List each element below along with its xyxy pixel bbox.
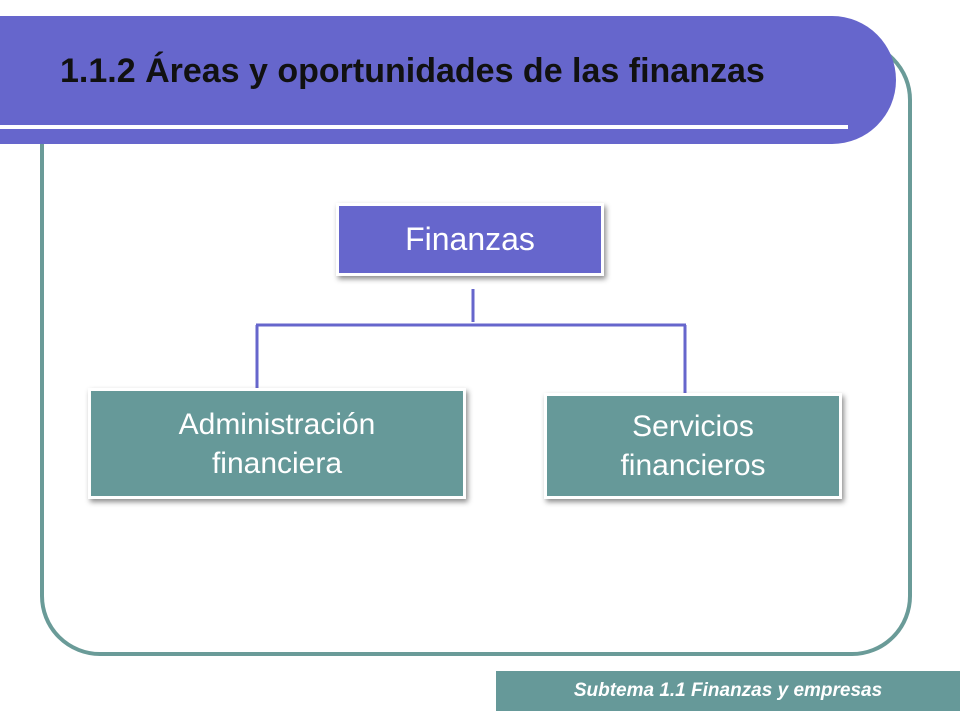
node-administracion-financiera: Administración financiera — [88, 388, 466, 499]
node-right-line1: Servicios — [632, 410, 754, 443]
title-underline — [0, 125, 848, 129]
node-finanzas-label: Finanzas — [405, 220, 535, 257]
title-banner — [0, 16, 896, 144]
slide-title: 1.1.2 Áreas y oportunidades de las finan… — [60, 52, 765, 90]
node-finanzas: Finanzas — [336, 203, 604, 276]
node-right-line2: financieros — [620, 449, 766, 482]
node-left-line2: financiera — [211, 446, 343, 480]
node-servicios-financieros: Servicios financieros — [544, 393, 842, 499]
footer-subtopic: Subtema 1.1 Finanzas y empresas — [496, 671, 960, 711]
node-left-line1: Administración — [178, 407, 376, 441]
